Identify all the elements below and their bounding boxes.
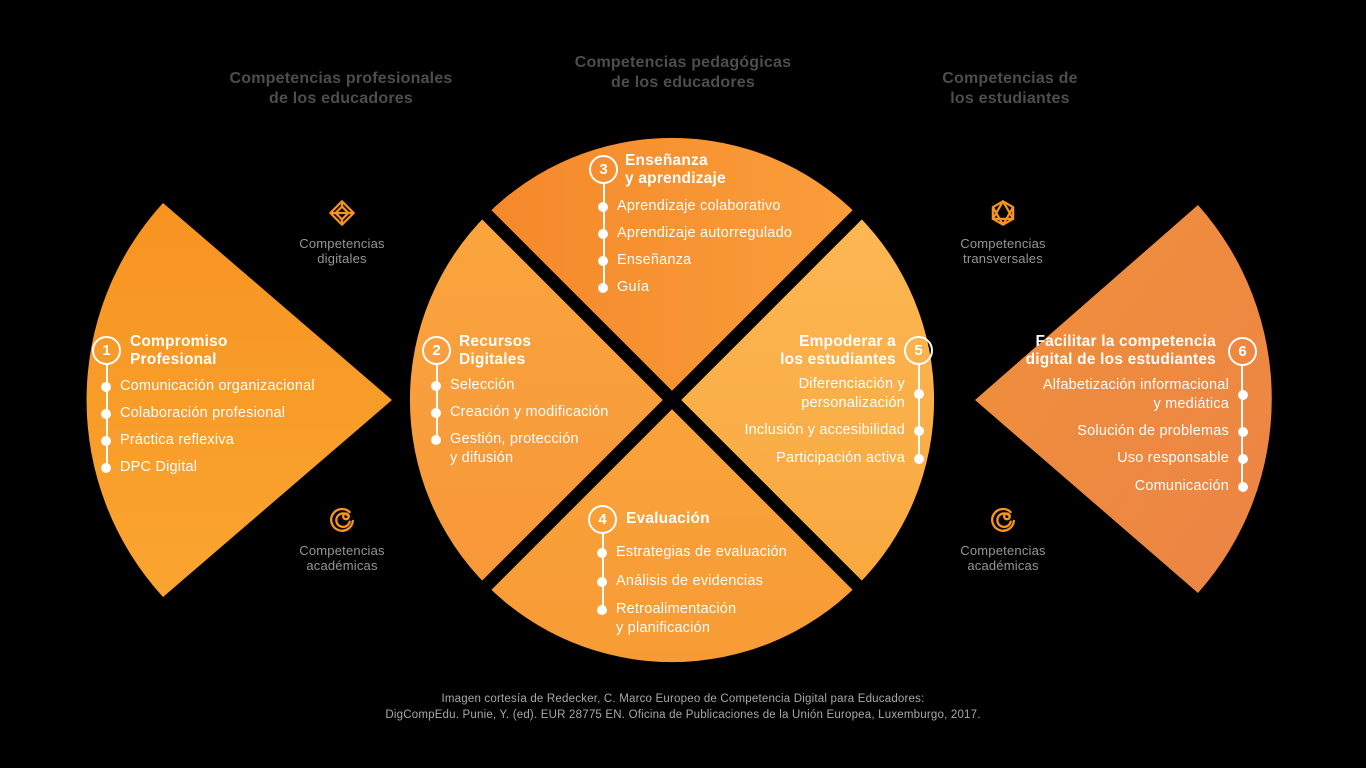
section-number-badge: 1 bbox=[92, 336, 121, 365]
bullet-dot bbox=[431, 434, 441, 445]
list-item: Aprendizaje autorregulado bbox=[598, 224, 792, 243]
header-pedagogic-competences: Competencias pedagógicas de los educador… bbox=[574, 54, 792, 91]
section-title: Empoderar a los estudiantes bbox=[780, 333, 896, 368]
bullet-dot bbox=[1238, 481, 1248, 492]
section-number-badge: 5 bbox=[904, 336, 933, 365]
section-number-badge: 6 bbox=[1228, 337, 1257, 366]
list-item: Comunicación organizacional bbox=[101, 377, 315, 396]
bullet-dot bbox=[101, 381, 111, 392]
bullet-dot bbox=[101, 462, 111, 473]
bullet-dot bbox=[598, 228, 608, 239]
connector-line bbox=[601, 534, 604, 610]
bullet-dot bbox=[431, 380, 441, 391]
section-title: Recursos Digitales bbox=[459, 333, 532, 368]
list-item: Alfabetización informacional y mediática bbox=[1043, 376, 1248, 414]
section-compromiso-profesional: 1 Compromiso Profesional Comunicación or… bbox=[92, 333, 392, 493]
section-empoderar-estudiantes: 5 Empoderar a los estudiantes Diferencia… bbox=[640, 333, 936, 493]
badge-label: Competencias académicas bbox=[299, 543, 385, 573]
section-number-badge: 2 bbox=[422, 336, 451, 365]
list-item: Creación y modificación bbox=[431, 403, 609, 422]
section-title: Compromiso Profesional bbox=[130, 333, 228, 368]
circle-top-quadrant bbox=[486, 137, 858, 400]
section-title: Evaluación bbox=[626, 510, 710, 527]
circle-right-quadrant bbox=[672, 214, 935, 586]
bullet-dot bbox=[598, 201, 608, 212]
bullet-dot bbox=[1238, 426, 1248, 437]
section-title: Enseñanza y aprendizaje bbox=[625, 152, 726, 187]
header-professional-competences: Competencias profesionales de los educad… bbox=[229, 70, 453, 107]
spiral-icon bbox=[991, 507, 1016, 532]
connector-line bbox=[917, 365, 920, 459]
list-item: Inclusión y accesibilidad bbox=[744, 421, 924, 440]
list-item: Solución de problemas bbox=[1077, 422, 1248, 441]
spiral-icon bbox=[330, 507, 355, 532]
list-item: Participación activa bbox=[776, 449, 924, 468]
circle-bottom-quadrant bbox=[486, 400, 858, 663]
list-item: Estrategias de evaluación bbox=[597, 543, 787, 562]
bullet-dot bbox=[1238, 453, 1248, 464]
attribution-caption: Imagen cortesía de Redecker, C. Marco Eu… bbox=[385, 693, 981, 721]
bullet-dot bbox=[914, 389, 924, 399]
bullet-dot bbox=[101, 408, 111, 419]
circle-left-quadrant bbox=[409, 214, 672, 586]
bullet-dot bbox=[1238, 390, 1248, 400]
divider-band bbox=[441, 169, 903, 631]
bullet-dot bbox=[598, 282, 608, 293]
badge-label: Competencias digitales bbox=[299, 236, 385, 266]
polyhedron-icon bbox=[991, 200, 1015, 226]
bullet-dot bbox=[431, 407, 441, 418]
list-item: Colaboración profesional bbox=[101, 404, 285, 423]
badge-competencias-digitales: Competencias digitales bbox=[267, 199, 417, 266]
badge-competencias-academicas-left: Competencias académicas bbox=[267, 506, 417, 573]
bullet-dot bbox=[914, 425, 924, 436]
section-evaluacion: 4 Evaluación Estrategias de evaluación A… bbox=[588, 505, 848, 665]
section-facilitar-competencia-digital: 6 Facilitar la competencia digital de lo… bbox=[960, 333, 1260, 503]
list-item: Diferenciación y personalización bbox=[799, 375, 924, 413]
badge-competencias-academicas-right: Competencias académicas bbox=[928, 506, 1078, 573]
bullet-dot bbox=[914, 453, 924, 464]
list-item: Análisis de evidencias bbox=[597, 572, 763, 591]
list-item: Guía bbox=[598, 278, 649, 297]
list-item: Retroalimentación y planificación bbox=[597, 600, 736, 638]
badge-label: Competencias académicas bbox=[960, 543, 1046, 573]
list-item: Práctica reflexiva bbox=[101, 431, 234, 450]
list-item: DPC Digital bbox=[101, 458, 197, 477]
right-sector-shape bbox=[975, 205, 1272, 593]
bullet-dot bbox=[101, 435, 111, 446]
list-item: Gestión, protección y difusión bbox=[431, 430, 579, 468]
bullet-dot bbox=[598, 255, 608, 266]
badge-competencias-transversales: Competencias transversales bbox=[928, 199, 1078, 266]
badge-label: Competencias transversales bbox=[960, 236, 1046, 266]
connector-line bbox=[435, 365, 438, 440]
section-recursos-digitales: 2 Recursos Digitales Selección Creación … bbox=[422, 333, 662, 493]
list-item: Enseñanza bbox=[598, 251, 691, 270]
list-item: Uso responsable bbox=[1117, 449, 1248, 468]
header-student-competences: Competencias de los estudiantes bbox=[942, 70, 1078, 107]
section-number-badge: 3 bbox=[589, 155, 618, 184]
bullet-dot bbox=[597, 604, 607, 615]
bullet-dot bbox=[597, 547, 607, 558]
bullet-dot bbox=[597, 576, 607, 587]
section-number-badge: 4 bbox=[588, 505, 617, 534]
list-item: Comunicación bbox=[1135, 477, 1248, 496]
left-sector-shape bbox=[86, 203, 392, 597]
section-title: Facilitar la competencia digital de los … bbox=[1025, 333, 1216, 368]
list-item: Aprendizaje colaborativo bbox=[598, 197, 781, 216]
section-ensenanza-aprendizaje: 3 Enseñanza y aprendizaje Aprendizaje co… bbox=[589, 152, 849, 312]
list-item: Selección bbox=[431, 376, 515, 395]
gem-icon bbox=[329, 200, 355, 226]
